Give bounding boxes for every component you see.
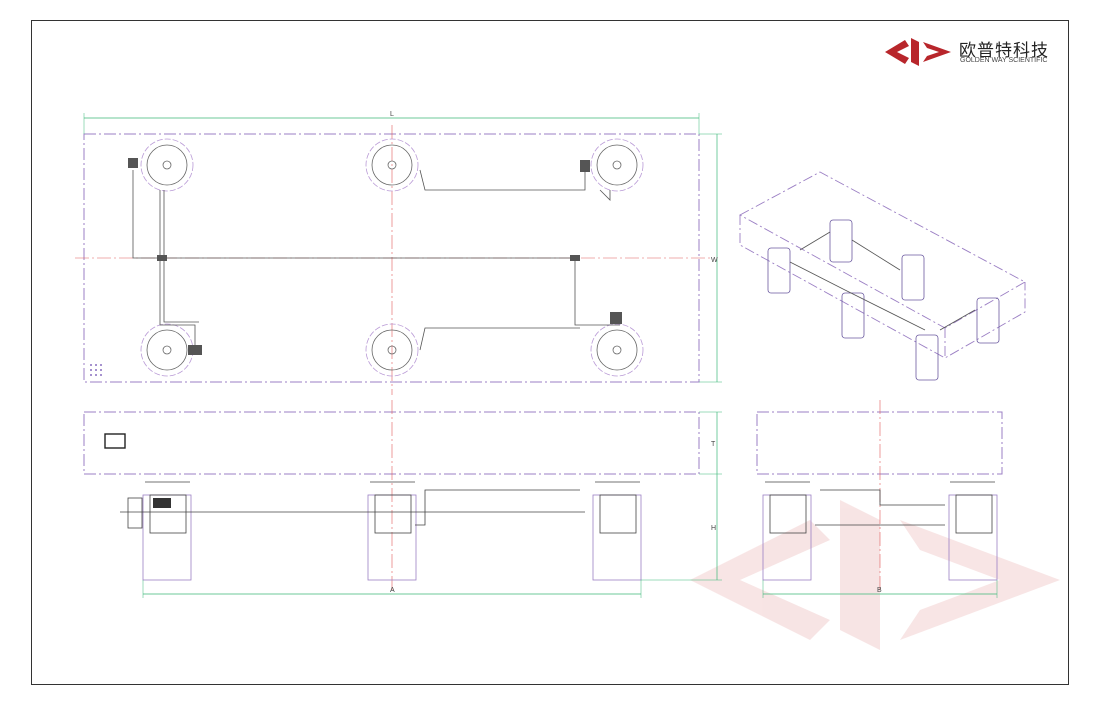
dim-label-t: T (711, 441, 716, 448)
side-view (756, 400, 1003, 598)
drawing-frame (31, 20, 1069, 685)
front-view (83, 400, 722, 598)
dim-label-l: L (390, 111, 394, 118)
dim-label-b: B (877, 587, 882, 594)
brand-mark-icon (885, 38, 951, 66)
brand-name-cn: 欧普特科技 (959, 41, 1049, 61)
dim-label-h: H (711, 525, 716, 532)
dim-label-w: W (711, 257, 718, 264)
isometric-view (739, 171, 1026, 381)
watermark-logo (690, 500, 1060, 650)
brand-logo: 欧普特科技 GOLDEN WAY SCIENTIFIC (883, 34, 1063, 70)
dim-label-a: A (390, 587, 395, 594)
top-view (75, 113, 722, 395)
brand-name-en: GOLDEN WAY SCIENTIFIC (960, 57, 1048, 64)
